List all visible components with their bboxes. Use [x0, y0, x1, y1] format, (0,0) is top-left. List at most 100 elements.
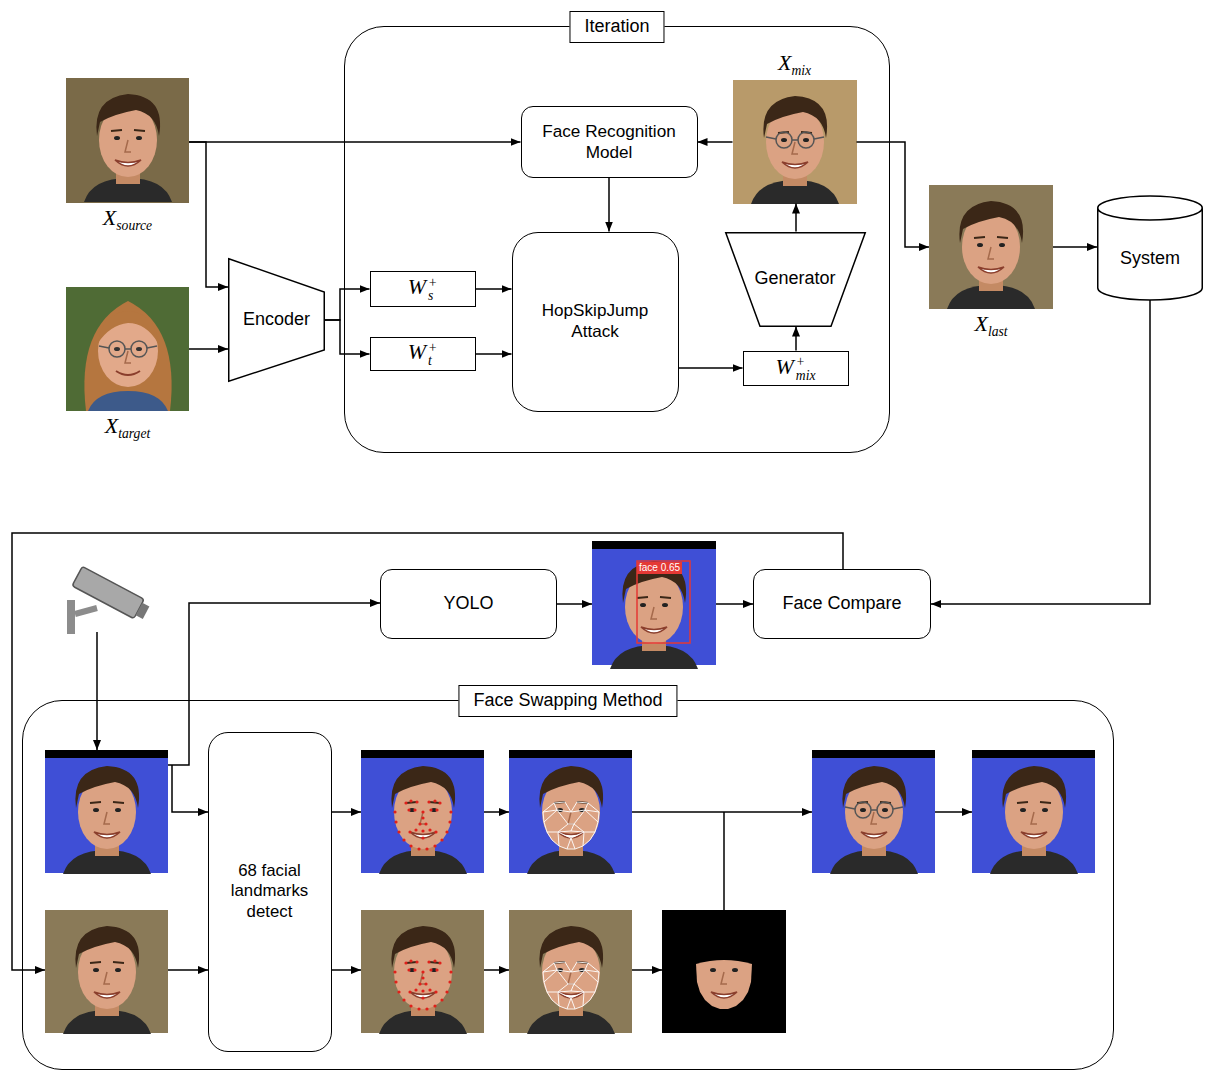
group-frame: Face Swapping Method68 facial landmarks … [22, 700, 1114, 1070]
feedback-wire [12, 533, 843, 970]
black-bar [972, 750, 1095, 758]
math-stack: +s [428, 276, 437, 303]
photo-ground [733, 80, 857, 204]
photo-ground [509, 910, 632, 1033]
face-figure [379, 926, 467, 1034]
math-label: Xlast [909, 311, 1073, 340]
face-image: Xsource [66, 78, 189, 203]
photo-ground [929, 185, 1053, 309]
merge-wire [723, 812, 725, 910]
swap-frame-5 [972, 750, 1095, 874]
trapezoid-outline [229, 259, 325, 382]
node-label: Face Recognition Model [522, 121, 697, 162]
black-bar [509, 750, 632, 758]
connector-arrow [931, 300, 1150, 604]
math-base: W [775, 354, 793, 379]
landmark-dots [395, 961, 451, 1009]
photo-ground [361, 910, 484, 1033]
step-wire [484, 969, 509, 971]
face-figure [830, 766, 918, 874]
math-superscript: + [428, 276, 437, 290]
connector-arrow [608, 178, 610, 232]
camera-lens [136, 603, 150, 619]
math-superscript: + [428, 341, 437, 355]
math-label: W+s [402, 274, 444, 303]
connector-arrow [189, 141, 521, 143]
detection-box [637, 561, 690, 643]
face-mask [696, 960, 752, 1009]
swap-frame-1 [45, 750, 168, 874]
swap-frame-3 [509, 750, 632, 874]
step-wire [484, 811, 509, 813]
face-figure [379, 766, 467, 874]
landmark-wire [172, 765, 208, 812]
frame-heading: Face Swapping Method [458, 685, 677, 717]
face-figure [610, 561, 698, 669]
swap-frame-7 [361, 910, 484, 1034]
generator-trapezoid: Generator [725, 232, 866, 327]
math-subscript: target [118, 426, 150, 441]
photo-ground [509, 750, 632, 873]
glasses-figure [99, 341, 157, 357]
math-base: X [974, 311, 987, 336]
photo-ground [66, 287, 189, 411]
landmark-dots [395, 801, 451, 849]
node-label: Encoder [243, 309, 310, 331]
connector-arrow [1053, 246, 1097, 248]
trapezoid-outline [725, 232, 865, 326]
photo-ground [45, 910, 168, 1033]
camera-body [72, 566, 151, 622]
cylinder-outline [1098, 196, 1203, 300]
photo-ground [972, 750, 1095, 873]
photo-ground [812, 750, 935, 873]
face-image: Xlast [929, 185, 1053, 309]
math-superscript: + [796, 355, 816, 369]
node-label: HopSkipJump Attack [513, 301, 678, 342]
face-image: Xtarget [66, 287, 189, 411]
step-wire [632, 811, 812, 813]
math-base: W [408, 274, 426, 299]
math-stack: +mix [796, 355, 816, 382]
connector-arrow [795, 327, 797, 351]
connector-arrow [557, 603, 592, 605]
face-figure [63, 926, 151, 1034]
camera-mount [67, 600, 75, 634]
photo-ground [361, 750, 484, 873]
face-image: Xmix [733, 80, 857, 204]
face-figure [527, 926, 615, 1034]
connector-arrow [857, 142, 930, 247]
face-figure [947, 201, 1035, 309]
landmark-mesh [543, 802, 599, 849]
detection-photo [592, 541, 716, 669]
math-base: X [103, 205, 116, 230]
swap-mask [662, 910, 786, 1033]
math-stack: +t [428, 341, 437, 368]
camera-wire [96, 632, 98, 750]
process-box: YOLO [380, 569, 557, 639]
swap-frame-4 [812, 750, 935, 874]
math-base: X [778, 50, 791, 75]
connector-arrow [679, 367, 743, 369]
black-bar [45, 750, 168, 758]
swap-frame-2 [361, 750, 484, 874]
math-subscript: s [428, 289, 437, 303]
group-frame: IterationXmixFace Recognition ModelW+sHo… [344, 26, 890, 453]
node-label: Generator [754, 268, 835, 290]
face-figure [63, 766, 151, 874]
face-image: face 0.65 [592, 541, 716, 665]
camera-housing [72, 566, 144, 618]
process-box: HopSkipJump Attack [512, 232, 679, 412]
math-label: Xmix [713, 50, 877, 79]
math-base: W [408, 339, 426, 364]
process-box: Face Compare [753, 569, 931, 639]
photo-ground [45, 750, 168, 873]
face-figure [84, 94, 172, 202]
step-wire [935, 811, 972, 813]
last-photo [929, 185, 1053, 309]
connector-arrow [325, 289, 370, 320]
face-figure [84, 301, 171, 411]
process-box: W+t [370, 337, 476, 371]
math-subscript: t [428, 354, 437, 368]
glasses-figure [766, 132, 824, 148]
